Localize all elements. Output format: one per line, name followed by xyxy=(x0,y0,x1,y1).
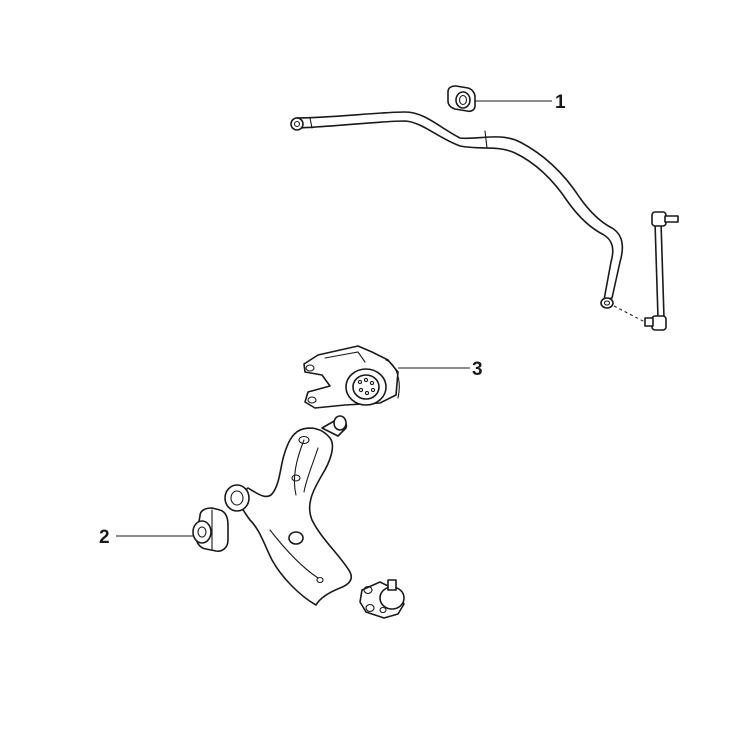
callout-3: 3 xyxy=(472,359,483,380)
stabilizer-link xyxy=(613,211,679,331)
callout-1: 1 xyxy=(555,92,566,113)
lower-control-arm xyxy=(224,415,353,606)
callout-2: 2 xyxy=(99,527,110,548)
stabilizer-bushing xyxy=(447,85,476,113)
front-bushing xyxy=(192,507,229,552)
ball-joint xyxy=(359,579,405,619)
rear-bushing-bracket xyxy=(303,345,400,409)
stabilizer-bar xyxy=(290,111,624,309)
